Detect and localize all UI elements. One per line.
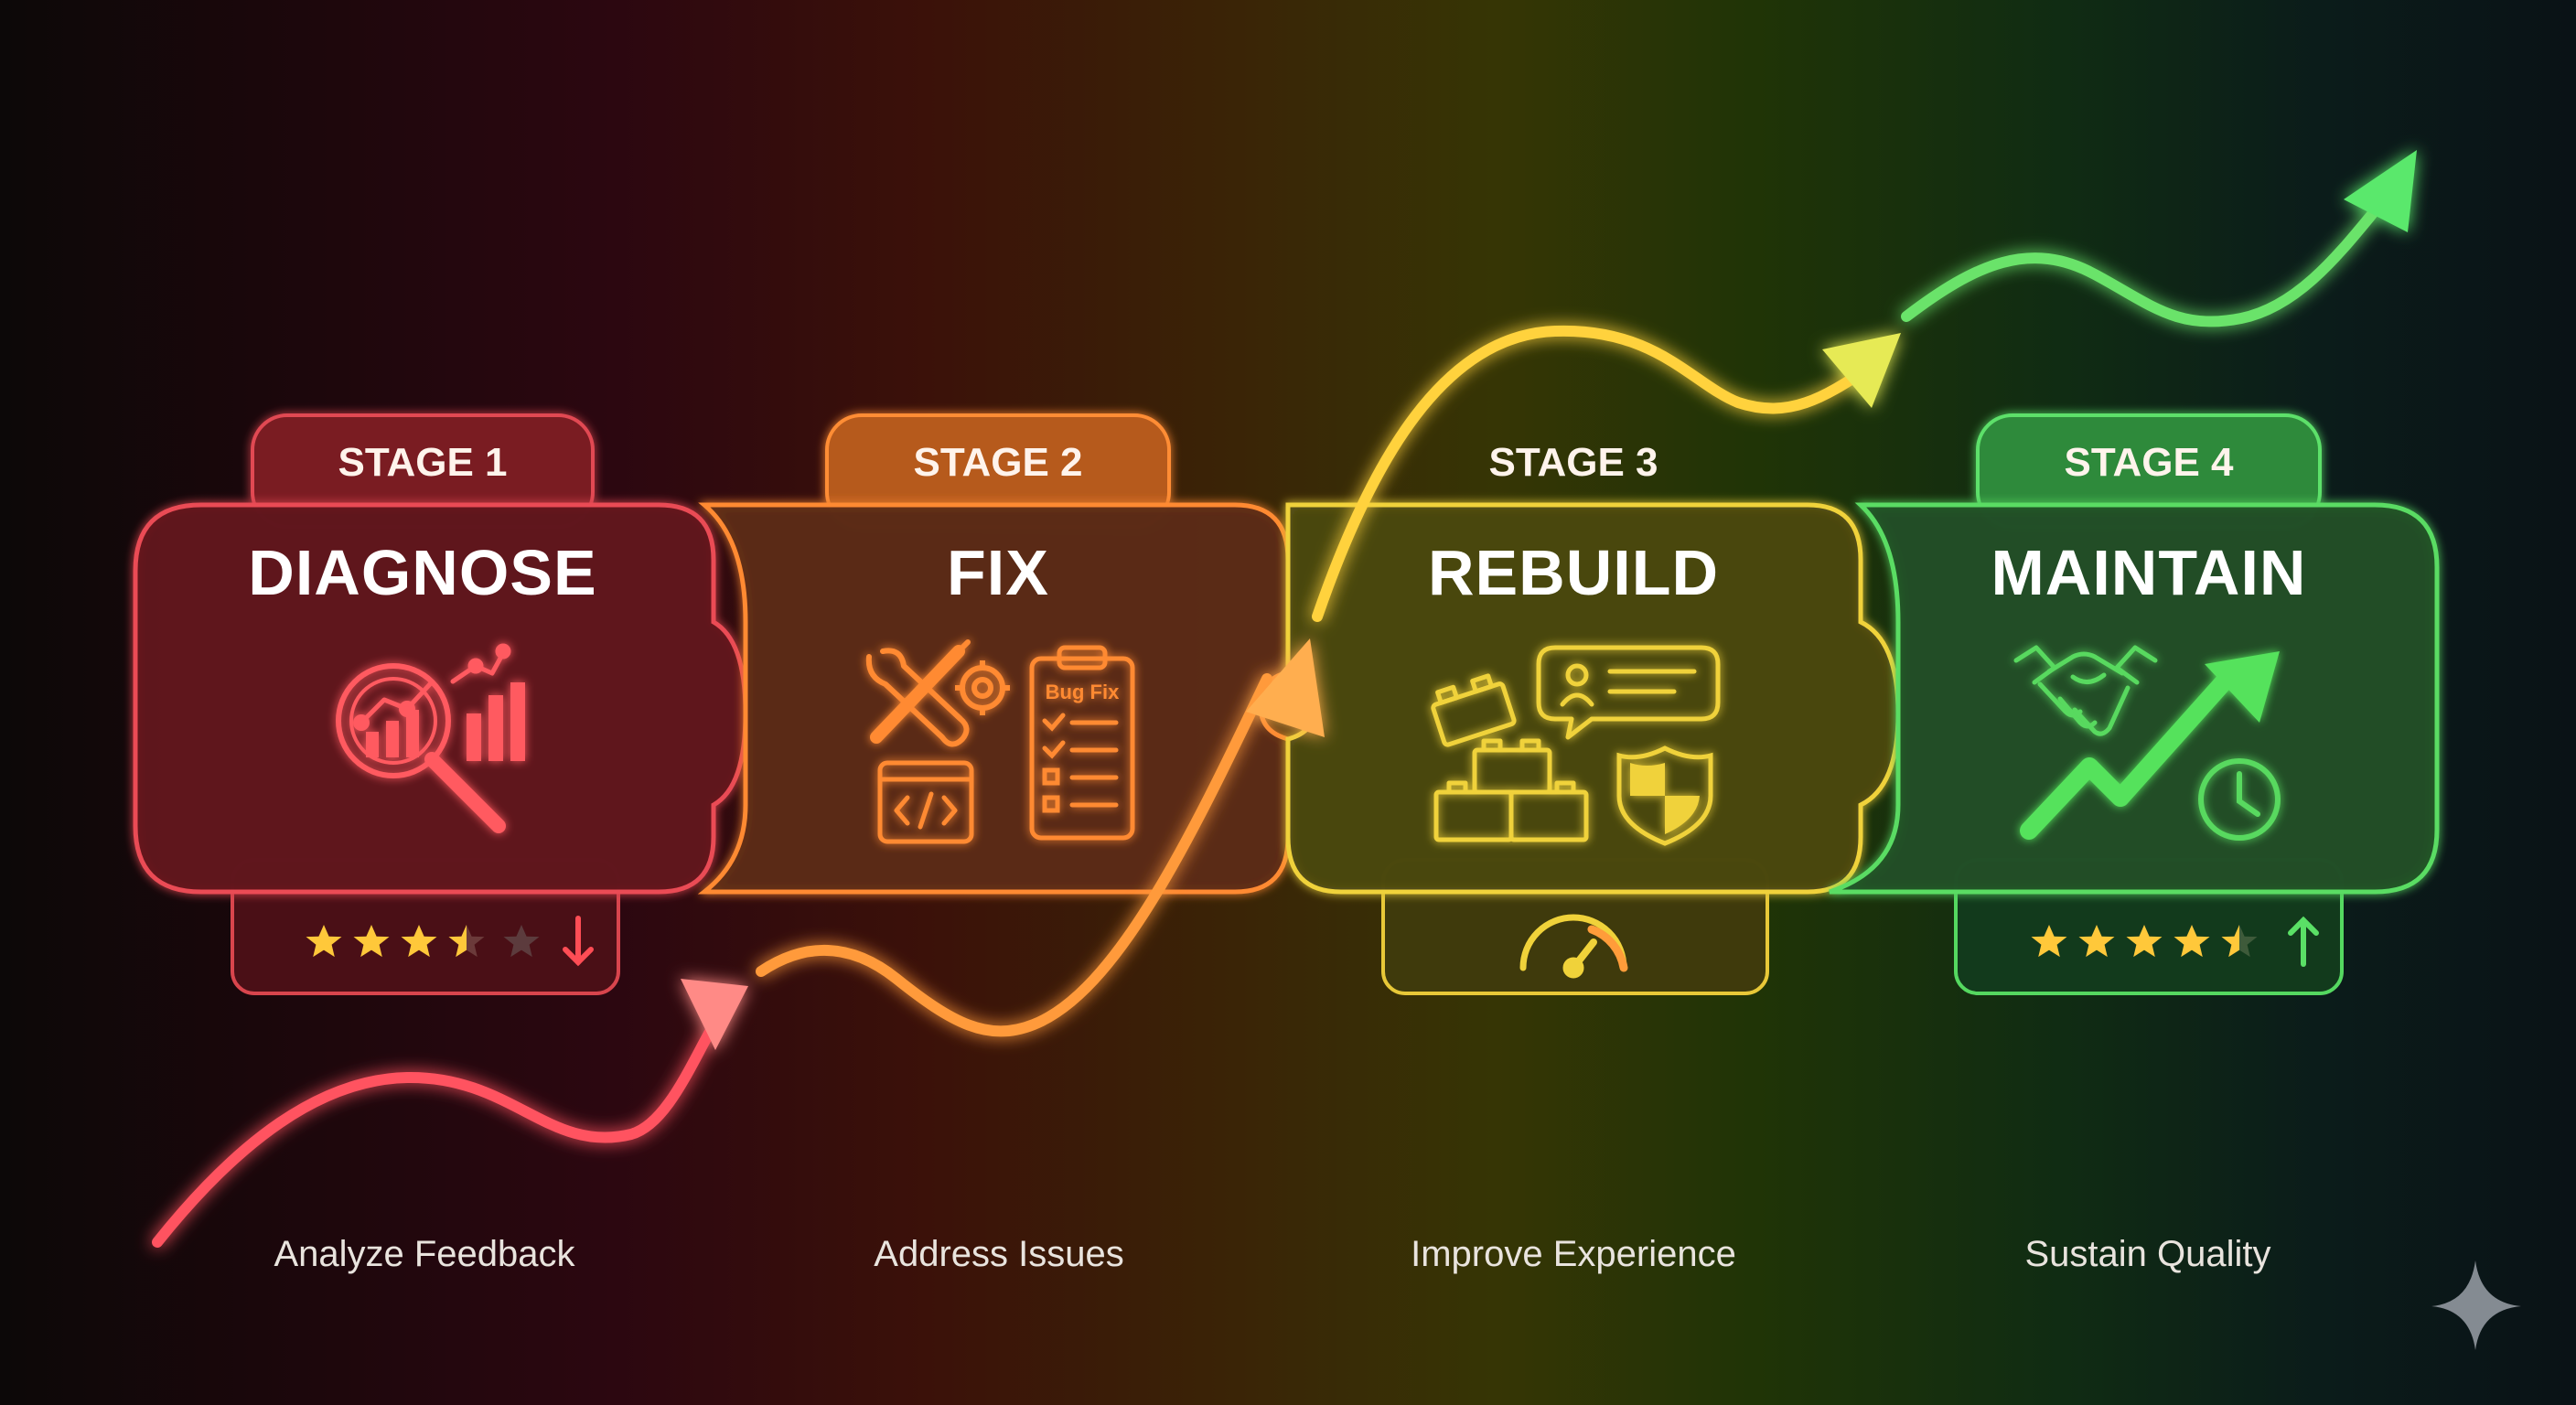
stage-1-card	[133, 413, 748, 995]
star-icon	[2078, 925, 2115, 958]
stage-3-caption: Improve Experience	[1411, 1234, 1736, 1274]
shield-icon	[1616, 745, 1713, 846]
star-icon	[2221, 925, 2258, 958]
building-block-icon	[1431, 673, 1589, 842]
up-arrow-icon	[2288, 916, 2319, 967]
stage-3-title: REBUILD	[1428, 537, 1719, 608]
stage-2-caption: Address Issues	[874, 1234, 1123, 1274]
stage-4-rating	[2031, 916, 2319, 967]
stage-4-tab-label: STAGE 4	[2064, 440, 2234, 485]
stage-4-panel	[1829, 502, 2440, 895]
code-window-icon	[877, 760, 974, 844]
star-icon	[503, 925, 540, 958]
star-icon	[2174, 925, 2210, 958]
stage-2-title: FIX	[947, 537, 1049, 608]
stage-1-tab-label: STAGE 1	[338, 440, 507, 485]
magnifier-chart-icon	[336, 663, 506, 833]
growth-arrow-icon	[2020, 651, 2280, 840]
stage-4-caption: Sustain Quality	[2024, 1234, 2270, 1274]
stage-4-title: MAINTAIN	[1991, 537, 2307, 608]
stage-1-title: DIAGNOSE	[248, 537, 596, 608]
star-icon	[448, 925, 485, 958]
stage-1-caption: Analyze Feedback	[274, 1234, 575, 1274]
chat-profile-icon	[1536, 645, 1721, 740]
stage-1-rating	[306, 916, 594, 967]
star-icon	[2031, 925, 2067, 958]
stage-2-tab-label: STAGE 2	[913, 440, 1082, 485]
curve-arrow-1	[681, 979, 748, 1050]
curve-arrow-4	[2344, 150, 2417, 232]
star-icon	[353, 925, 390, 958]
speedometer-icon	[1519, 914, 1628, 979]
bar-chart-icon	[450, 643, 525, 761]
star-icon	[2126, 925, 2163, 958]
gear-icon	[955, 660, 1010, 715]
growth-curve	[152, 150, 2417, 1248]
down-arrow-icon	[563, 916, 594, 967]
clock-icon	[2198, 758, 2281, 841]
curve-arrow-3	[1822, 333, 1901, 408]
stage-3-card	[1285, 502, 1901, 995]
wrench-screwdriver-icon	[865, 639, 971, 747]
sparkle-icon	[2431, 1260, 2521, 1350]
stage-3-tab-label: STAGE 3	[1488, 440, 1658, 485]
curve-arrow-2	[1246, 638, 1325, 737]
star-icon	[306, 925, 342, 958]
bug-fix-checklist-icon: Bug Fix	[1029, 645, 1135, 841]
bug-fix-label: Bug Fix	[1046, 681, 1120, 703]
stage-1-panel	[133, 502, 748, 895]
handshake-icon	[2013, 645, 2158, 736]
stage-4-card	[1829, 413, 2440, 995]
star-icon	[401, 925, 437, 958]
